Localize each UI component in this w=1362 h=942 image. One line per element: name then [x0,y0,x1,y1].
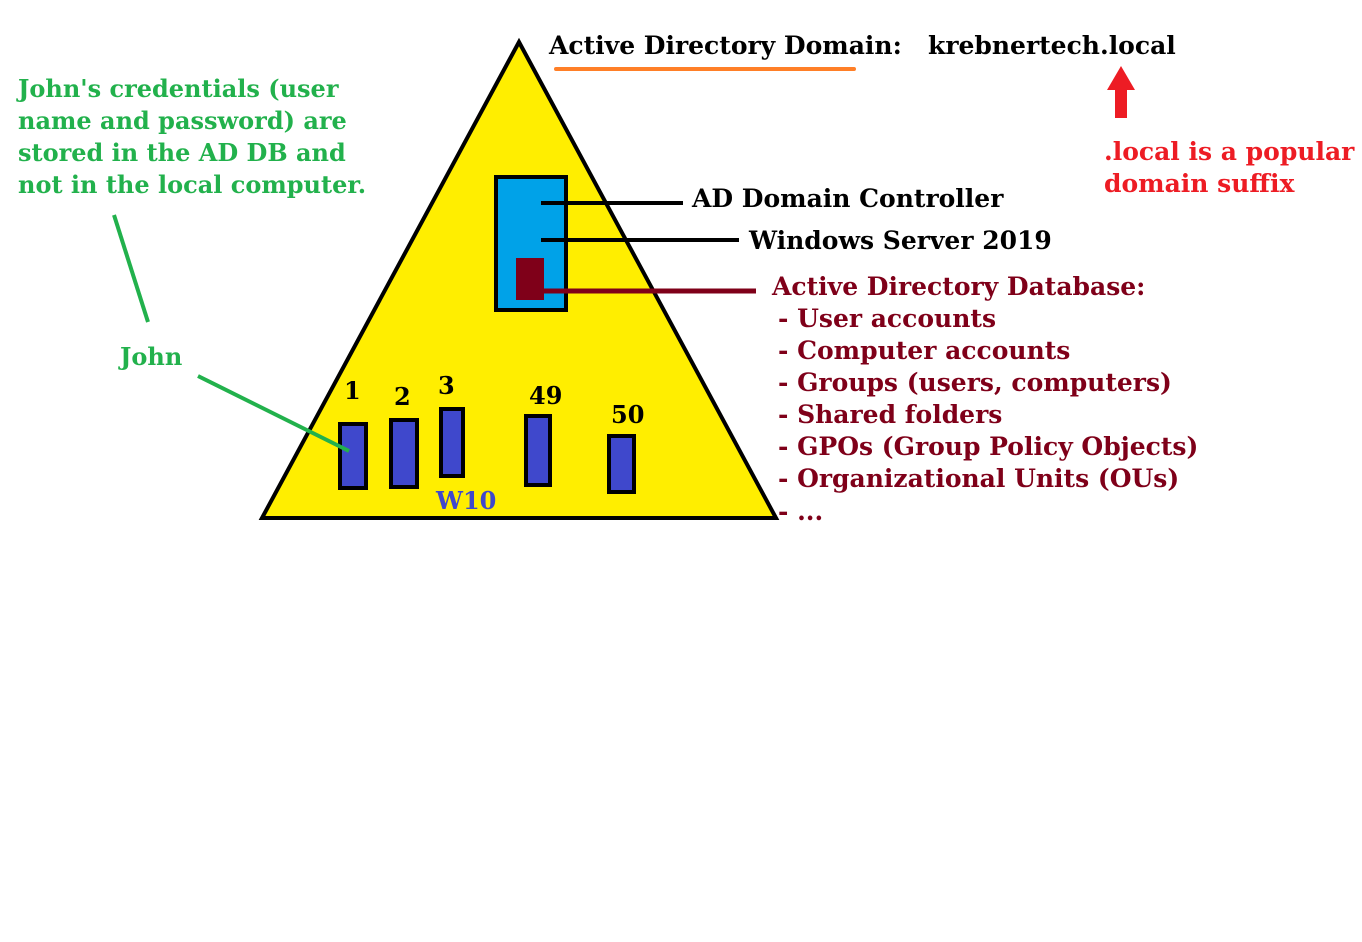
ad-database-block [516,258,544,300]
database-item: - ... [778,497,823,526]
suffix-note-line: domain suffix [1104,169,1295,198]
user-pointer-line [197,374,350,453]
workstation-number: 2 [394,382,411,411]
workstation-3 [439,407,465,478]
credentials-note-line: name and password) are [18,106,347,135]
workstation-1 [338,422,368,490]
database-items: - User accounts - Computer accounts - Gr… [778,304,1207,526]
dc-label: AD Domain Controller [691,184,1004,213]
credentials-note-line: John's credentials (user [16,74,339,103]
database-item: - Computer accounts [778,336,1070,365]
database-item: - Groups (users, computers) [778,368,1172,397]
workstation-2 [389,418,419,489]
domain-name: krebnertech.local [928,31,1176,60]
w10-label: W10 [435,486,496,515]
domain-label: Active Directory Domain: [548,31,902,60]
workstation-number: 1 [344,376,361,405]
database-item: - Shared folders [778,400,1002,429]
suffix-note-line: .local is a popular [1104,137,1355,166]
workstation-number: 50 [611,400,644,429]
database-title: Active Directory Database: [771,272,1145,301]
os-label: Windows Server 2019 [748,226,1052,255]
database-item: - Organizational Units (OUs) [778,464,1179,493]
suffix-note: .local is a popular domain suffix [1104,137,1362,198]
database-item: - GPOs (Group Policy Objects) [778,432,1198,461]
workstation-number: 3 [438,371,455,400]
up-arrow-icon [1107,66,1135,118]
database-item: - User accounts [778,304,996,333]
credentials-note-line: stored in the AD DB and [18,138,346,167]
user-label: John [118,342,182,371]
workstation-number: 49 [529,381,562,410]
workstation-49 [524,414,552,487]
workstation-50 [607,434,636,494]
credentials-note-line: not in the local computer. [18,170,366,199]
credentials-pointer-line [112,214,150,323]
credentials-note: John's credentials (user name and passwo… [16,74,366,199]
